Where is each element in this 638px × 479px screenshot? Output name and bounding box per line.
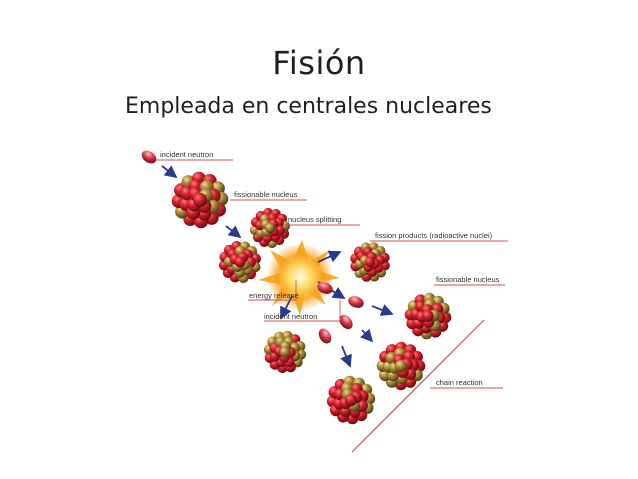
splitting-fragment-upper [249, 207, 291, 249]
released-neutron-4 [318, 328, 332, 344]
splitting-fragment-lower [219, 241, 261, 284]
label-fissionable-nucleus-2: fissionable nucleus [436, 275, 500, 284]
label-chain-reaction: chain reaction [436, 378, 483, 387]
label-fission-products: fission products (radioactive nuclei) [375, 231, 493, 240]
released-neutron-1 [317, 282, 333, 294]
fission-product-upper [350, 242, 390, 282]
fission-product-lower [263, 330, 307, 374]
label-energy-release: energy release [249, 291, 299, 300]
fissionable-nucleus-2 [404, 292, 452, 340]
label-nucleus-splitting: nucleus splitting [288, 215, 341, 224]
slide-subtitle: Empleada en centrales nucleares [125, 94, 492, 119]
released-neutron-3 [339, 314, 353, 330]
slide-title: Fisión [272, 44, 366, 82]
fissionable-nucleus-3 [376, 341, 426, 391]
fissionable-nucleus-4 [326, 375, 376, 425]
leader-lines [156, 159, 508, 453]
released-neutron-2 [348, 296, 364, 308]
label-fissionable-nucleus-1: fissionable nucleus [234, 190, 298, 199]
incident-neutron-top [141, 150, 157, 164]
fissionable-nucleus-1 [171, 171, 229, 229]
label-incident-neutron-bottom: incident neutron [264, 312, 317, 321]
energy-burst [258, 240, 340, 316]
label-incident-neutron-top: incident neutron [160, 150, 213, 159]
